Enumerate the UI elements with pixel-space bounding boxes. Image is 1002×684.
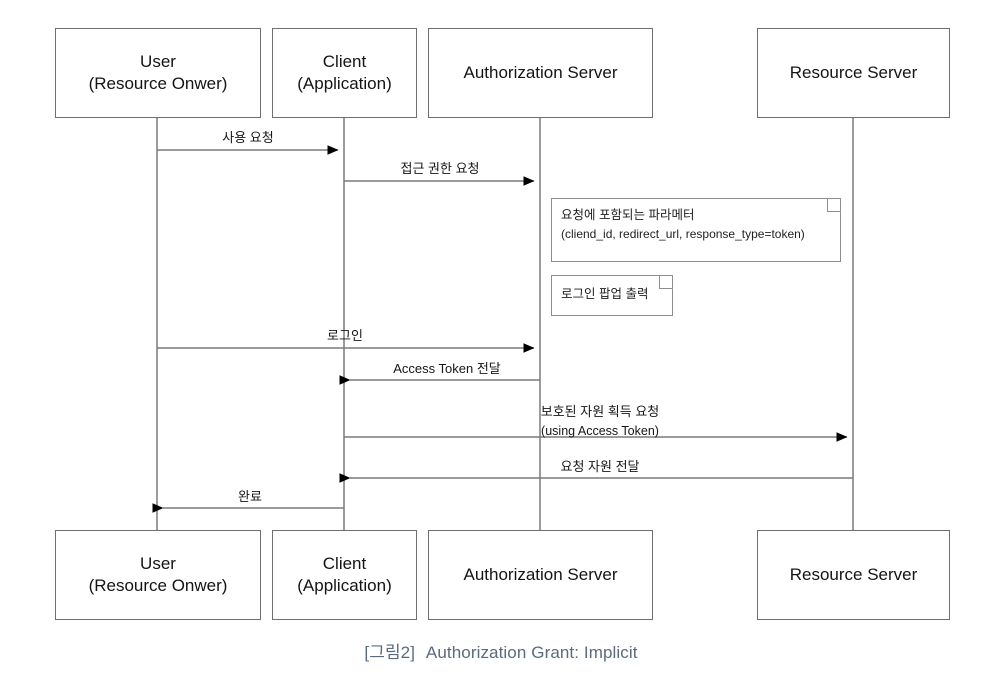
- note-parameters-line2: (cliend_id, redirect_url, response_type=…: [561, 227, 805, 242]
- participant-auth-line1: Authorization Server: [463, 62, 618, 82]
- participant-resource-bottom-line1: Resource Server: [789, 564, 918, 584]
- message-label-보호된자원획득요청: 보호된 자원 획득 요청 (using Access Token): [541, 403, 659, 440]
- participant-user-line2: (Resource Onwer): [88, 74, 228, 93]
- message-label-요청자원전달: 요청 자원 전달: [561, 458, 640, 477]
- note-parameters-line1: 요청에 포함되는 파라메터: [561, 208, 695, 222]
- participant-client-bottom-line2: (Application): [297, 576, 392, 595]
- message-label-text-m1: 사용 요청: [222, 130, 274, 145]
- participant-user-line1: User: [140, 51, 176, 71]
- message-label-text-m6: 요청 자원 전달: [560, 459, 640, 474]
- participant-box-resource-top[interactable]: Resource Server: [757, 28, 950, 118]
- figure-caption-number: [그림2]: [364, 643, 416, 662]
- message-label-text-m7: 완료: [238, 489, 262, 504]
- note-fold-corner-icon: [827, 198, 841, 212]
- participant-auth-bottom-line1: Authorization Server: [463, 564, 618, 584]
- participant-box-user-bottom[interactable]: User (Resource Onwer): [55, 530, 261, 620]
- participant-client-line2: (Application): [297, 74, 392, 93]
- participant-box-client-bottom[interactable]: Client (Application): [272, 530, 417, 620]
- participant-user-bottom-line2: (Resource Onwer): [88, 576, 228, 595]
- participant-box-resource-bottom[interactable]: Resource Server: [757, 530, 950, 620]
- participant-box-auth-top[interactable]: Authorization Server: [428, 28, 653, 118]
- note-request-parameters[interactable]: 요청에 포함되는 파라메터 (cliend_id, redirect_url, …: [551, 198, 841, 262]
- message-label-access-token-전달: Access Token 전달: [393, 360, 501, 379]
- note-login-popup[interactable]: 로그인 팝업 출력: [551, 275, 673, 316]
- message-label-text-m4: Access Token 전달: [393, 361, 501, 376]
- message-label-text-m5: 보호된 자원 획득 요청: [540, 404, 660, 419]
- participant-box-auth-bottom[interactable]: Authorization Server: [428, 530, 653, 620]
- participant-user-bottom-line1: User: [140, 553, 176, 573]
- participant-box-client-top[interactable]: Client (Application): [272, 28, 417, 118]
- figure-caption: [그림2] Authorization Grant: Implicit: [0, 638, 1002, 663]
- message-sublabel-text-m5: (using Access Token): [541, 423, 659, 438]
- participant-box-user-top[interactable]: User (Resource Onwer): [55, 28, 261, 118]
- participant-client-bottom-line1: Client: [322, 553, 367, 573]
- message-label-로그인: 로그인: [327, 327, 363, 346]
- note-fold-corner-icon-2: [659, 275, 673, 289]
- message-label-완료: 완료: [238, 488, 262, 507]
- figure-caption-text: Authorization Grant: Implicit: [425, 643, 638, 662]
- message-label-사용요청: 사용 요청: [222, 129, 273, 148]
- message-label-접근권한요청: 접근 권한 요청: [401, 160, 480, 179]
- participant-client-line1: Client: [322, 51, 367, 71]
- message-label-text-m2: 접근 권한 요청: [400, 161, 480, 176]
- participant-resource-line1: Resource Server: [789, 62, 918, 82]
- message-label-text-m3: 로그인: [327, 328, 363, 343]
- note-login-popup-line1: 로그인 팝업 출력: [561, 287, 649, 302]
